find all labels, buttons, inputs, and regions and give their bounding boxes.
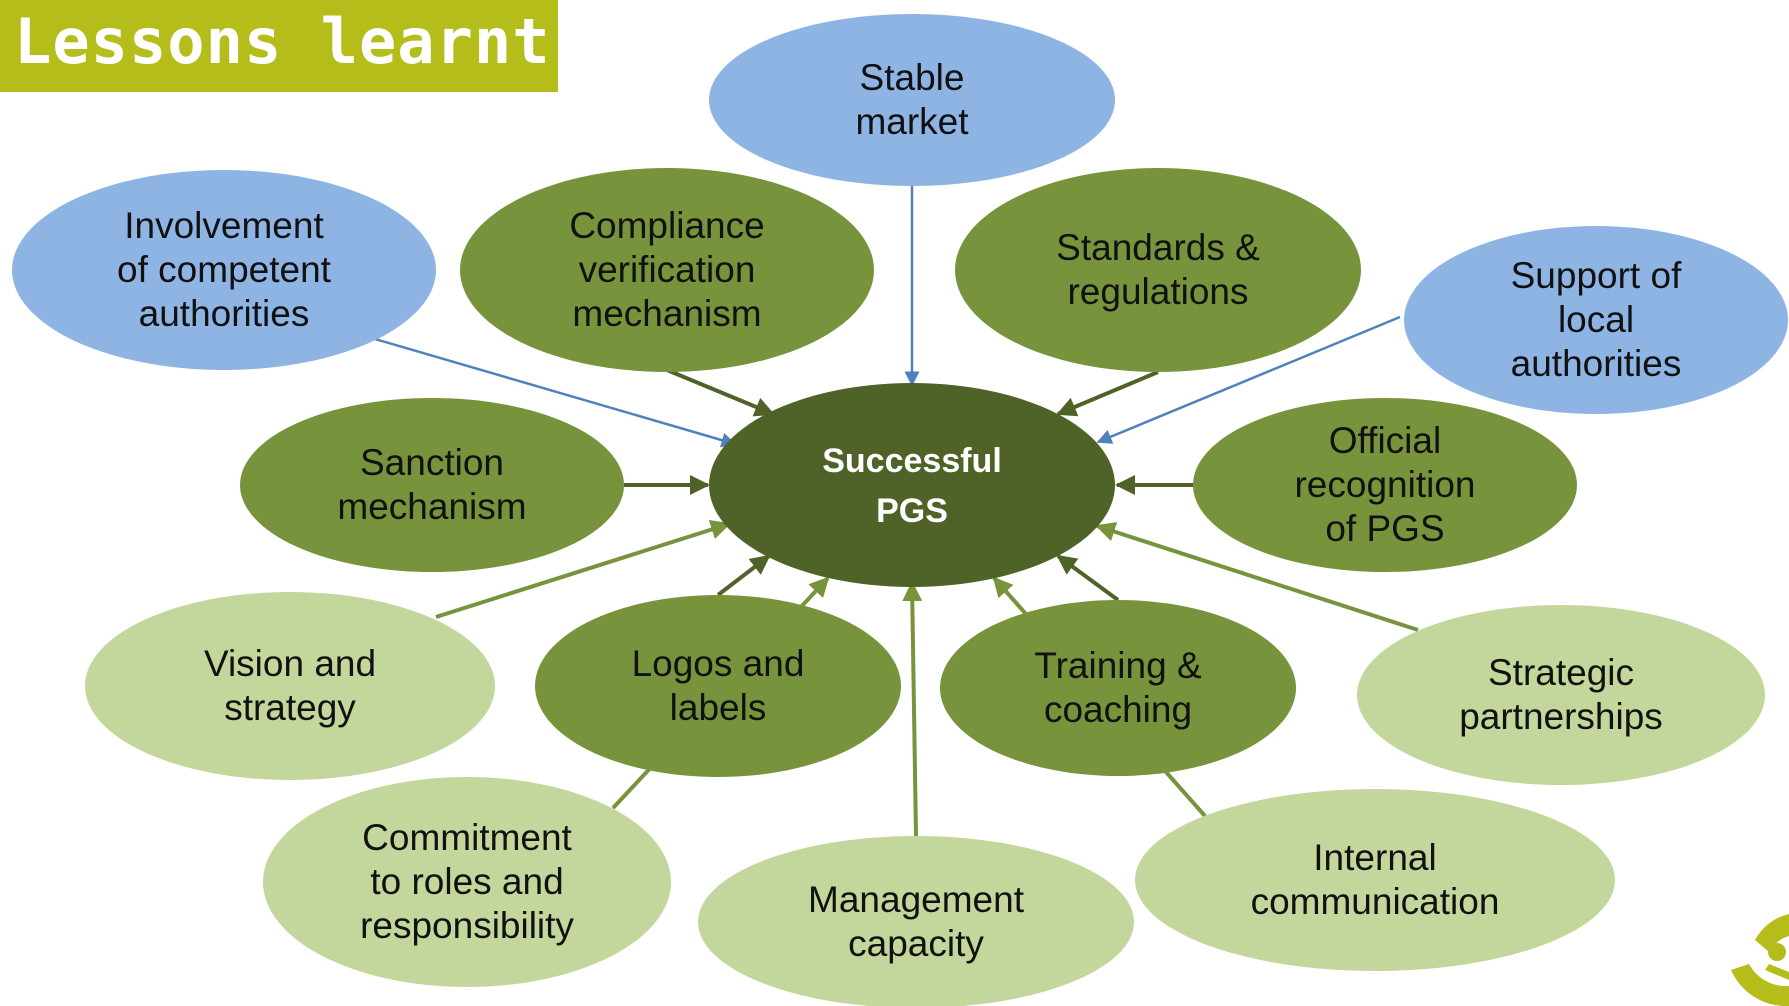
node-training-coaching-shape [940, 600, 1296, 776]
node-compliance-verification-line-2: mechanism [572, 293, 761, 334]
node-logos-labels-shape [535, 595, 901, 777]
node-standards-regulations-line-0: Standards & [1056, 227, 1260, 268]
node-stable-market-shape [709, 14, 1115, 186]
node-official-recognition-line-2: of PGS [1325, 508, 1444, 549]
node-involvement-competent-authorities-line-2: authorities [139, 293, 310, 334]
node-stable-market-line-0: Stable [860, 57, 965, 98]
node-commitment-roles-shape [263, 777, 671, 987]
page-title: Lessons learnt [14, 5, 551, 78]
node-involvement-competent-authorities-line-0: Involvement [124, 205, 324, 246]
edge-strategic-partnerships-to-center [1095, 522, 1419, 632]
node-vision-strategy-line-1: strategy [224, 687, 356, 728]
node-standards-regulations-label: Standards &regulations [1056, 227, 1260, 312]
node-official-recognition-line-0: Official [1329, 420, 1441, 461]
node-training-coaching: Training &coaching [940, 600, 1296, 776]
node-management-capacity-line-0: Management [808, 879, 1025, 920]
edge-support-local-authorities-to-center [1096, 315, 1401, 444]
node-training-coaching-line-0: Training & [1034, 645, 1202, 686]
edge-standards-regulations-to-center [1056, 370, 1159, 417]
node-stable-market-line-1: market [855, 101, 969, 142]
node-standards-regulations: Standards &regulations [955, 168, 1361, 372]
edge-logos-labels-to-center [716, 554, 771, 597]
node-compliance-verification-line-0: Compliance [569, 205, 764, 246]
node-support-local-authorities-line-0: Support of [1511, 255, 1682, 296]
node-internal-communication-shape [1135, 789, 1615, 971]
node-sanction-mechanism-shape [240, 398, 624, 572]
node-center-line-1: PGS [876, 492, 948, 530]
edge-management-capacity-to-center [902, 581, 923, 837]
node-sanction-mechanism-line-0: Sanction [360, 442, 504, 483]
node-training-coaching-label: Training &coaching [1034, 645, 1202, 730]
title-bar: Lessons learnt [0, 0, 558, 92]
node-official-recognition-line-1: recognition [1294, 464, 1475, 505]
node-sanction-mechanism-line-1: mechanism [337, 486, 526, 527]
node-internal-communication-line-0: Internal [1313, 837, 1436, 878]
node-commitment-roles-line-2: responsibility [360, 905, 574, 946]
node-strategic-partnerships-line-1: partnerships [1459, 696, 1663, 737]
node-strategic-partnerships-shape [1357, 605, 1765, 785]
node-training-coaching-line-1: coaching [1044, 689, 1192, 730]
node-standards-regulations-shape [955, 168, 1361, 372]
node-vision-strategy-shape [85, 592, 495, 780]
organization-logo-icon [1731, 914, 1789, 1006]
node-commitment-roles-line-0: Commitment [362, 817, 572, 858]
node-compliance-verification-line-1: verification [579, 249, 756, 290]
node-management-capacity-line-1: capacity [848, 923, 984, 964]
node-official-recognition-shape [1193, 398, 1577, 572]
node-involvement-competent-authorities-line-1: of competent [117, 249, 332, 290]
node-support-local-authorities-shape [1404, 226, 1788, 414]
node-commitment-roles-line-1: to roles and [370, 861, 563, 902]
node-vision-strategy-line-0: Vision and [204, 643, 376, 684]
node-support-local-authorities-line-2: authorities [1511, 343, 1682, 384]
node-logos-labels-line-0: Logos and [632, 643, 805, 684]
node-internal-communication-line-1: communication [1251, 881, 1500, 922]
node-standards-regulations-line-1: regulations [1067, 271, 1248, 312]
node-logos-labels-line-1: labels [670, 687, 767, 728]
node-center-shape [709, 383, 1115, 587]
edge-compliance-verification-to-center [666, 368, 775, 417]
node-management-capacity-shape [698, 836, 1134, 1006]
node-strategic-partnerships-line-0: Strategic [1488, 652, 1634, 693]
edge-vision-strategy-to-center [435, 519, 731, 619]
edge-involvement-competent-authorities-to-center [374, 337, 737, 448]
node-support-local-authorities-line-1: local [1558, 299, 1634, 340]
node-compliance-verification-shape [460, 168, 874, 372]
node-center-line-0: Successful [822, 442, 1002, 480]
node-involvement-competent-authorities-shape [12, 170, 436, 370]
edge-training-coaching-to-center [1056, 554, 1120, 602]
